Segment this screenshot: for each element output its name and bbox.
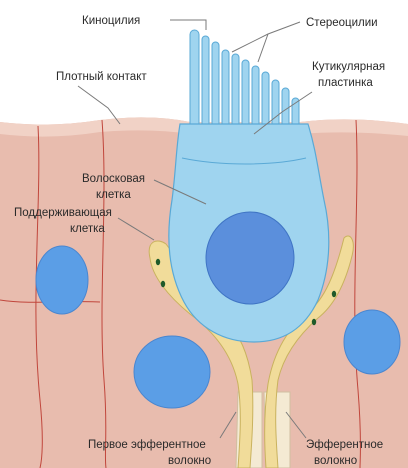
leader-hair-cell — [153, 179, 207, 205]
cuticular-plate — [181, 157, 307, 165]
label-hair-cell-2: клетка — [96, 189, 131, 201]
supporting-cell-nucleus — [343, 309, 401, 375]
label-cuticular-plate-1: Кутикулярная — [312, 61, 385, 73]
leader-stereocilia-2 — [257, 33, 269, 63]
leader-cuticular-plate — [253, 91, 313, 135]
supporting-cell-nucleus — [133, 335, 211, 409]
synaptic-dot — [331, 290, 337, 298]
leader-efferent-fiber — [285, 411, 307, 439]
label-hair-cell-1: Волосковая — [82, 173, 145, 185]
leader-afferent-fiber — [219, 411, 237, 439]
hair-cell-nucleus — [205, 211, 295, 305]
label-efferent-fiber-2: волокно — [314, 455, 357, 467]
label-cuticular-plate-2: пластинка — [318, 77, 373, 89]
label-supporting-cell-2: клетка — [70, 223, 105, 235]
label-stereocilia: Стереоцилии — [306, 17, 378, 29]
label-supporting-cell-1: Поддерживающая — [14, 207, 112, 219]
label-kinocilium: Киноцилия — [82, 15, 140, 27]
supporting-cell-border — [101, 119, 107, 468]
leader-stereocilia — [231, 21, 301, 53]
synaptic-dot — [311, 318, 317, 326]
label-efferent-fiber-1: Эфферентное — [306, 439, 383, 451]
label-afferent-fiber-2: волокно — [168, 455, 211, 467]
leader-kinocilium — [170, 19, 207, 30]
leader-tight-junction — [77, 85, 121, 125]
synaptic-dot — [155, 258, 161, 266]
supporting-cell-border — [35, 125, 43, 468]
synaptic-dot — [160, 280, 166, 288]
leader-supporting-cell — [117, 217, 155, 241]
label-afferent-fiber-1: Первое эфферентное — [88, 439, 206, 451]
supporting-cell-nucleus — [35, 245, 89, 315]
label-tight-junction: Плотный контакт — [56, 71, 147, 83]
